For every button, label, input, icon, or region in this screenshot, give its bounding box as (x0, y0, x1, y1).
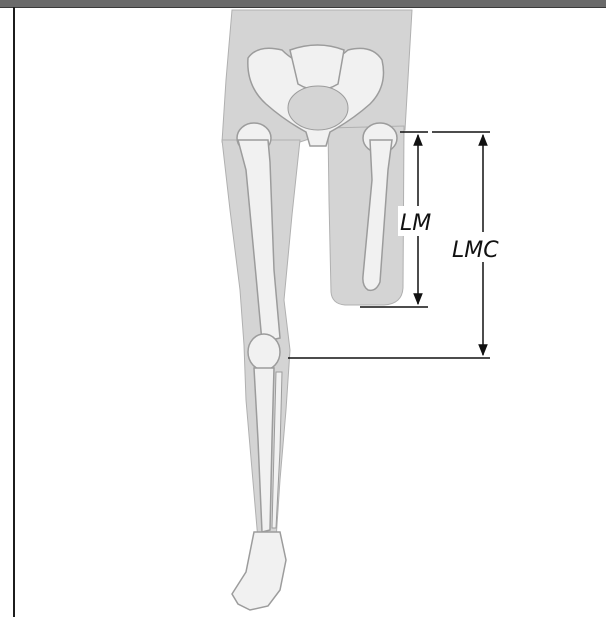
lmc-label: LMC (452, 238, 499, 263)
foot-bones (232, 532, 286, 610)
lm-label: LM (400, 211, 431, 236)
sacrum-bone (290, 45, 344, 90)
pelvic-inlet (288, 86, 348, 130)
knee-joint (248, 334, 280, 370)
